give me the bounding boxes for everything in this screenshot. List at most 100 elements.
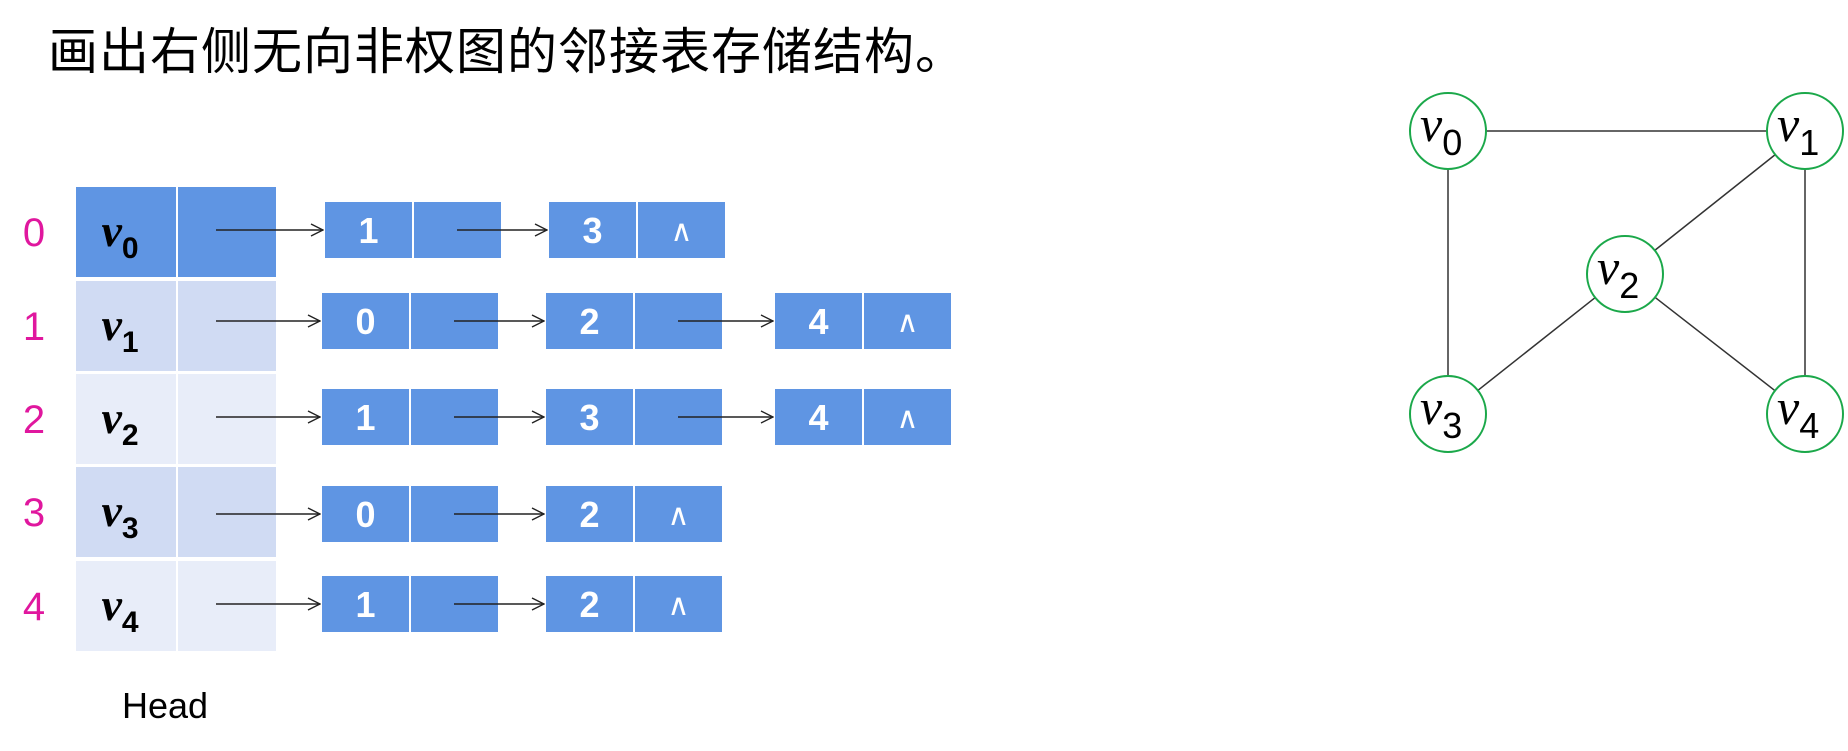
vertex-cell	[76, 374, 176, 464]
graph-vertex-label: v0	[1420, 96, 1462, 163]
graph-vertex-letter: v	[1777, 379, 1800, 435]
graph-vertex-subscript: 3	[1442, 405, 1462, 446]
edge-node: 1	[322, 389, 544, 445]
edge-node: 2	[546, 293, 773, 349]
vertex-circle	[1586, 235, 1664, 313]
vertex-subscript: 1	[122, 326, 139, 359]
edge-node: 4∧	[775, 389, 951, 445]
null-pointer-symbol: ∧	[897, 305, 919, 340]
vertex-cell	[76, 281, 176, 371]
node-adjvex-value: 3	[582, 210, 602, 251]
vertex-letter: v	[101, 579, 122, 630]
node-adjvex-cell	[322, 389, 409, 445]
edge-node: 4∧	[775, 293, 951, 349]
vertex-circle	[1766, 375, 1844, 453]
node-adjvex-value: 1	[358, 210, 378, 251]
graph-edges	[1447, 130, 1806, 392]
node-next-cell	[638, 202, 725, 258]
first-pointer-cell	[178, 187, 276, 277]
node-next-cell	[864, 389, 951, 445]
edge-node: 2∧	[546, 486, 722, 542]
vertex-cell	[76, 561, 176, 651]
vertex-label: v4	[101, 579, 138, 639]
edge-node: 3∧	[549, 202, 725, 258]
node-adjvex-cell	[546, 293, 633, 349]
graph-vertex: v2	[1586, 235, 1664, 313]
graph-vertex-letter: v	[1597, 239, 1620, 295]
edge-node: 1	[325, 202, 547, 258]
vertex-cell	[76, 187, 176, 277]
graph-vertex: v4	[1766, 375, 1844, 453]
graph-vertex-letter: v	[1420, 379, 1443, 435]
node-adjvex-value: 0	[355, 301, 375, 342]
vertex-circle	[1409, 92, 1487, 170]
edge-node: 1	[322, 576, 544, 632]
vertex-label: v2	[101, 392, 138, 452]
vertex-letter: v	[101, 485, 122, 536]
node-next-cell	[635, 576, 722, 632]
graph-vertex-letter: v	[1420, 96, 1443, 152]
graph-edge	[1654, 154, 1776, 251]
graph-vertex-label: v2	[1597, 239, 1639, 306]
null-pointer-symbol: ∧	[897, 401, 919, 436]
row-index: 2	[23, 398, 45, 442]
node-adjvex-value: 2	[579, 301, 599, 342]
graph-edge	[1477, 296, 1596, 392]
first-pointer-cell	[178, 467, 276, 557]
page-title: 画出右侧无向非权图的邻接表存储结构。	[48, 23, 966, 81]
graph-vertex-label: v3	[1420, 379, 1462, 446]
first-pointer-cell	[178, 281, 276, 371]
node-adjvex-cell	[322, 486, 409, 542]
first-pointer-cell	[178, 374, 276, 464]
vertex-label: v0	[101, 205, 138, 265]
node-adjvex-value: 4	[808, 301, 828, 342]
vertex-circle	[1409, 375, 1487, 453]
node-adjvex-value: 1	[355, 397, 375, 438]
node-adjvex-cell	[322, 576, 409, 632]
graph-edge	[1654, 296, 1776, 392]
vertex-subscript: 2	[122, 419, 139, 452]
node-next-cell	[864, 293, 951, 349]
null-pointer-symbol: ∧	[668, 588, 690, 623]
row-index: 1	[23, 305, 45, 349]
vertex-label: v1	[101, 299, 138, 359]
node-adjvex-cell	[775, 389, 862, 445]
row-index: 0	[23, 211, 45, 255]
node-adjvex-cell	[322, 293, 409, 349]
vertex-circle	[1766, 92, 1844, 170]
vertex-label: v3	[101, 485, 138, 545]
node-adjvex-value: 2	[579, 584, 599, 625]
vertex-letter: v	[101, 205, 122, 256]
node-adjvex-cell	[325, 202, 412, 258]
node-adjvex-value: 0	[355, 494, 375, 535]
node-adjvex-cell	[775, 293, 862, 349]
node-adjvex-value: 4	[808, 397, 828, 438]
edge-node: 0	[322, 486, 544, 542]
first-pointer-cell	[178, 561, 276, 651]
graph-vertex-subscript: 2	[1619, 265, 1639, 306]
graph-vertex-subscript: 1	[1799, 122, 1819, 163]
row-index: 4	[23, 585, 45, 629]
node-adjvex-value: 3	[579, 397, 599, 438]
node-adjvex-value: 2	[579, 494, 599, 535]
vertex-letter: v	[101, 299, 122, 350]
graph-vertex-label: v4	[1777, 379, 1819, 446]
edge-node: 0	[322, 293, 544, 349]
null-pointer-symbol: ∧	[668, 498, 690, 533]
null-pointer-symbol: ∧	[671, 214, 693, 249]
node-next-cell	[635, 486, 722, 542]
graph-vertex: v3	[1409, 375, 1487, 453]
edge-node: 3	[546, 389, 773, 445]
graph-vertex-letter: v	[1777, 96, 1800, 152]
node-adjvex-cell	[546, 576, 633, 632]
graph-vertex-subscript: 0	[1442, 122, 1462, 163]
graph-vertex-subscript: 4	[1799, 405, 1819, 446]
